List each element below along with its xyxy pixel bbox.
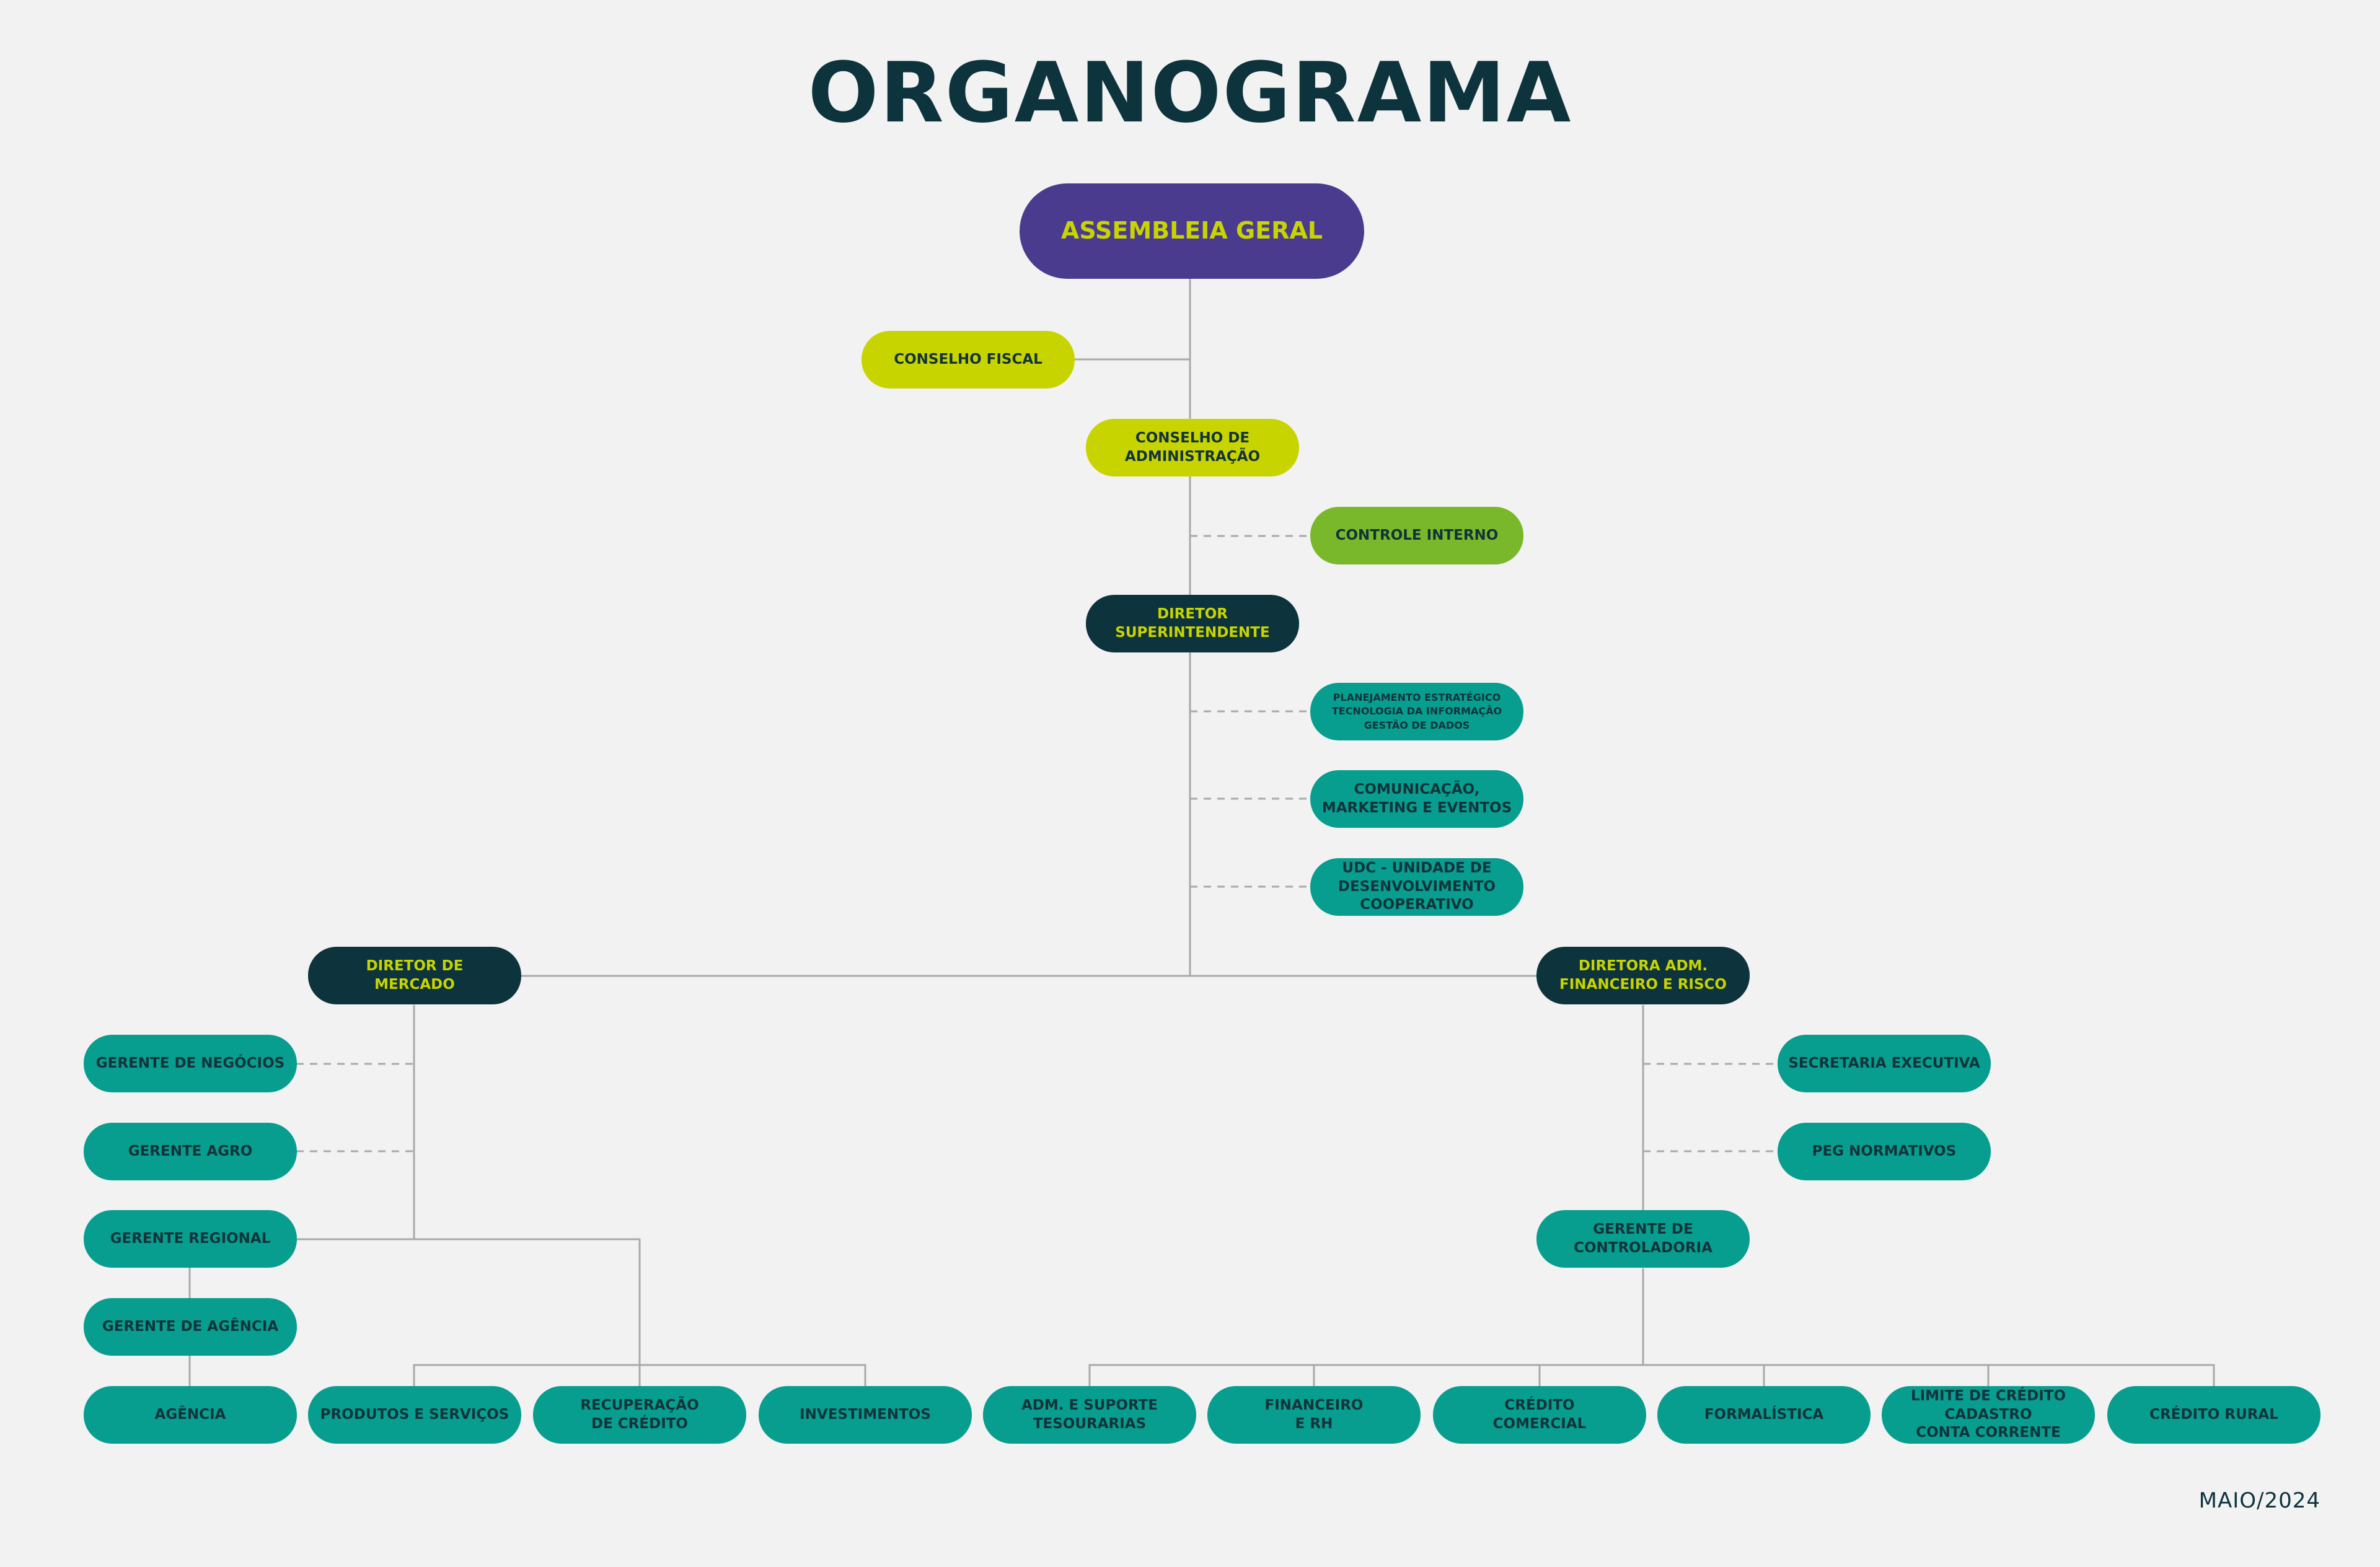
adm-suporte-box: ADM. E SUPORTE TESOURARIAS — [983, 1386, 1196, 1444]
date-label: MAIO/2024 — [2198, 1488, 2320, 1513]
controle-interno-box: CONTROLE INTERNO — [1310, 507, 1523, 564]
udc-box: UDC - UNIDADE DE DESENVOLVIMENTO COOPERA… — [1310, 858, 1523, 916]
comunicacao-box: COMUNICAÇÃO, MARKETING E EVENTOS — [1310, 770, 1523, 828]
diretor-superintendente-box: DIRETOR SUPERINTENDENTE — [1086, 595, 1299, 652]
diretora-adm-box: DIRETORA ADM. FINANCEIRO E RISCO — [1536, 947, 1750, 1004]
secretaria-executiva-box: SECRETARIA EXECUTIVA — [1778, 1035, 1991, 1092]
produtos-servicos-box: PRODUTOS E SERVIÇOS — [308, 1386, 521, 1444]
conselho-fiscal-box: CONSELHO FISCAL — [862, 331, 1075, 388]
gerente-regional-box: GERENTE REGIONAL — [84, 1210, 297, 1268]
credito-rural-box: CRÉDITO RURAL — [2107, 1386, 2320, 1444]
formalistica-box: FORMALÍSTICA — [1657, 1386, 1871, 1444]
diretor-mercado-box: DIRETOR DE MERCADO — [308, 947, 521, 1004]
recuperacao-credito-box: RECUPERAÇÃO DE CRÉDITO — [533, 1386, 746, 1444]
gerente-controladoria-box: GERENTE DE CONTROLADORIA — [1536, 1210, 1750, 1268]
gerente-agro-box: GERENTE AGRO — [84, 1123, 297, 1180]
planejamento-box: PLANEJAMENTO ESTRATÉGICO TECNOLOGIA DA I… — [1310, 683, 1523, 740]
assembleia-geral-box: ASSEMBLEIA GERAL — [1020, 183, 1364, 279]
gerente-negocios-box: GERENTE DE NEGÓCIOS — [84, 1035, 297, 1092]
peg-normativos-box: PEG NORMATIVOS — [1778, 1123, 1991, 1180]
limite-credito-box: LIMITE DE CRÉDITO CADASTRO CONTA CORRENT… — [1882, 1386, 2095, 1444]
gerente-agencia-box: GERENTE DE AGÊNCIA — [84, 1298, 297, 1356]
financeiro-rh-box: FINANCEIRO E RH — [1207, 1386, 1421, 1444]
connector-bottom-bar — [1088, 1364, 2215, 1386]
page-title: ORGANOGRAMA — [808, 45, 1572, 141]
connector-gerente-regional — [296, 1238, 641, 1365]
credito-comercial-box: CRÉDITO COMERCIAL — [1433, 1386, 1646, 1444]
agencia-box: AGÊNCIA — [84, 1386, 297, 1444]
conselho-administracao-box: CONSELHO DE ADMINISTRAÇÃO — [1086, 419, 1299, 476]
investimentos-box: INVESTIMENTOS — [759, 1386, 972, 1444]
